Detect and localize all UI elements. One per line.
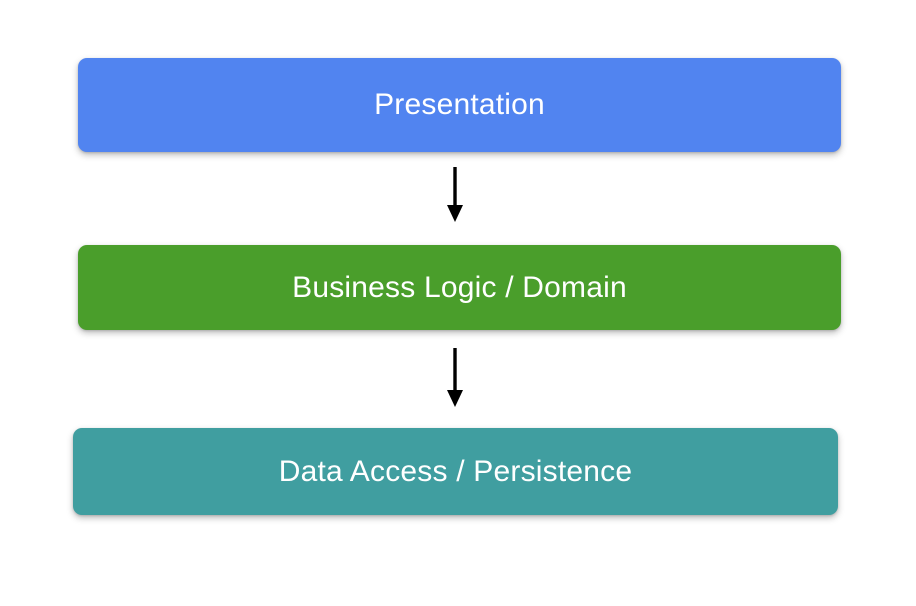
layer-box-business-logic[interactable]: Business Logic / Domain xyxy=(78,245,841,330)
layer-label-presentation: Presentation xyxy=(374,88,545,121)
layer-box-presentation[interactable]: Presentation xyxy=(78,58,841,152)
layer-label-business-logic: Business Logic / Domain xyxy=(292,270,627,304)
layer-box-data-access[interactable]: Data Access / Persistence xyxy=(73,428,838,515)
arrow-head-1 xyxy=(447,205,463,222)
layer-label-data-access: Data Access / Persistence xyxy=(278,454,633,488)
arrow-head-2 xyxy=(447,390,463,407)
